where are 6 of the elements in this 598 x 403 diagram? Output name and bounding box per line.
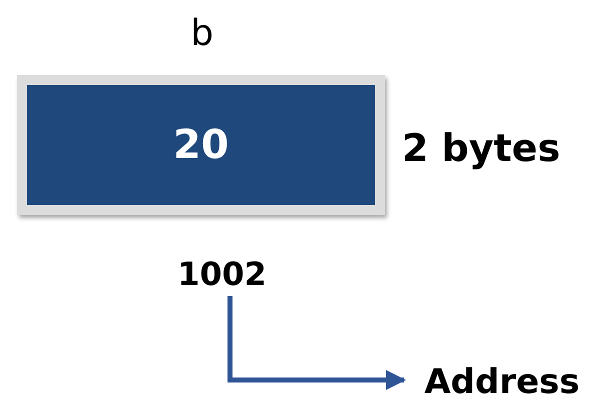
size-label: 2 bytes	[402, 126, 560, 170]
arrow	[228, 296, 406, 390]
address-label: Address	[423, 361, 581, 403]
variable-name: b	[190, 12, 214, 56]
address-value: 1002	[176, 254, 268, 295]
cell-value: 20	[173, 122, 229, 168]
